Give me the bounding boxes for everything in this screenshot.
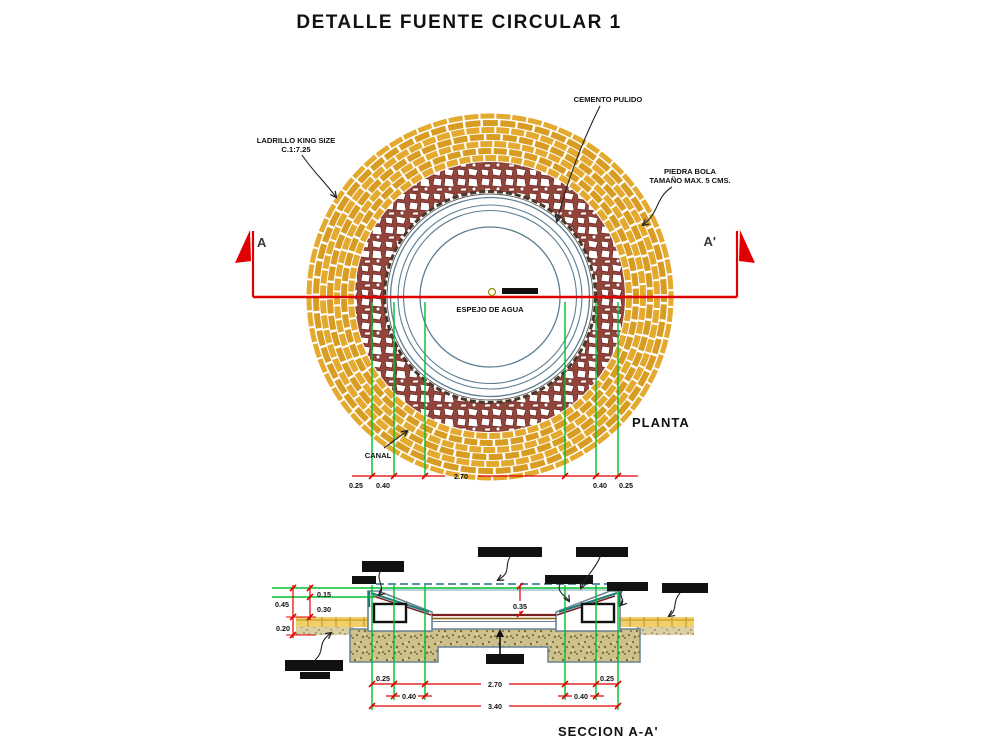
canal-box-right [580, 602, 616, 624]
section-cut-line: A A' [235, 230, 755, 299]
stone-label-line2: TAMAÑO MAX. 5 CMS. [649, 176, 730, 185]
canal-label: CANAL [365, 451, 392, 460]
dim-030: 0.30 [317, 605, 331, 614]
drawing-title: DETALLE FUENTE CIRCULAR 1 [296, 12, 621, 33]
dim-045: 0.45 [275, 600, 289, 609]
redacted-label-bar [362, 561, 404, 572]
sec-dim-right-025: 0.25 [600, 674, 614, 683]
dim-015: 0.15 [317, 590, 331, 599]
section-view: 0.15 0.30 0.45 0.20 0.35 [272, 547, 708, 739]
section-arrow-right [739, 230, 755, 263]
redacted-label-bar [607, 582, 648, 591]
dim-depth: 0.35 [513, 602, 527, 611]
projection-lines-plan [371, 302, 619, 476]
up-arrow [496, 629, 504, 637]
callout-stone: PIEDRA BOLA TAMAÑO MAX. 5 CMS. [643, 167, 731, 225]
sec-dim-left-025: 0.25 [376, 674, 390, 683]
concrete-base [349, 628, 641, 663]
sec-dim-total: 3.40 [488, 702, 502, 711]
plan-view: A A' ESPEJO DE AGUA LADRILLO KING SIZE C… [235, 95, 755, 490]
redacted-label-bar [576, 547, 628, 557]
pool-floor [432, 613, 556, 622]
plan-dim-3: 2.70 [454, 472, 468, 481]
brick-label-line1: LADRILLO KING SIZE [257, 136, 335, 145]
plan-view-label: PLANTA [632, 415, 690, 430]
section-bottom-dimensions: 0.25 2.70 0.25 0.40 0.40 3.40 [368, 674, 622, 711]
redacted-label-bar [478, 547, 542, 557]
scale-bar [502, 288, 538, 294]
section-marker-a-prime: A' [704, 234, 716, 249]
redacted-label-bar [285, 660, 343, 671]
plan-dim-5: 0.25 [619, 481, 633, 490]
plan-dim-1: 0.25 [349, 481, 363, 490]
section-marker-a: A [257, 235, 267, 250]
callout-canal: CANAL [365, 431, 407, 460]
redacted-label-bar [300, 672, 330, 679]
rim-finish-label: CEMENTO PULIDO [574, 95, 643, 104]
sand-bed-right [636, 627, 694, 635]
paving-right [620, 617, 694, 627]
drain-symbol [487, 287, 497, 297]
sand-bed-left [296, 627, 354, 635]
redacted-label-bar [352, 576, 376, 584]
leader-lines [314, 556, 681, 661]
section-left-dimensions: 0.15 0.30 0.45 0.20 [275, 584, 331, 639]
stone-label-line1: PIEDRA BOLA [664, 167, 717, 176]
redacted-label-bar [486, 654, 524, 664]
plan-dimensions: 0.25 0.40 2.70 0.40 0.25 [349, 472, 638, 490]
redacted-labels [285, 547, 708, 679]
water-mirror-label: ESPEJO DE AGUA [456, 305, 524, 314]
canal-box-left [372, 602, 408, 624]
redacted-label-bar [662, 583, 708, 593]
section-arrow-left [235, 230, 251, 263]
water-level-lines [376, 583, 614, 591]
sec-dim-center-270: 2.70 [488, 680, 502, 689]
dim-020: 0.20 [276, 624, 290, 633]
plan-dim-4: 0.40 [593, 481, 607, 490]
projection-lines-section [272, 585, 619, 710]
paving-left [296, 617, 370, 627]
section-depth-dimension: 0.35 [513, 582, 527, 618]
section-view-label: SECCION A-A' [558, 724, 659, 739]
plan-dim-2: 0.40 [376, 481, 390, 490]
sec-dim-left-040: 0.40 [402, 692, 416, 701]
brick-label-line2: C.1:7.25 [281, 145, 311, 154]
callout-brick: LADRILLO KING SIZE C.1:7.25 [257, 136, 336, 197]
redacted-label-bar [545, 575, 593, 584]
callout-rim-finish: CEMENTO PULIDO [557, 95, 642, 221]
sec-dim-right-040: 0.40 [574, 692, 588, 701]
